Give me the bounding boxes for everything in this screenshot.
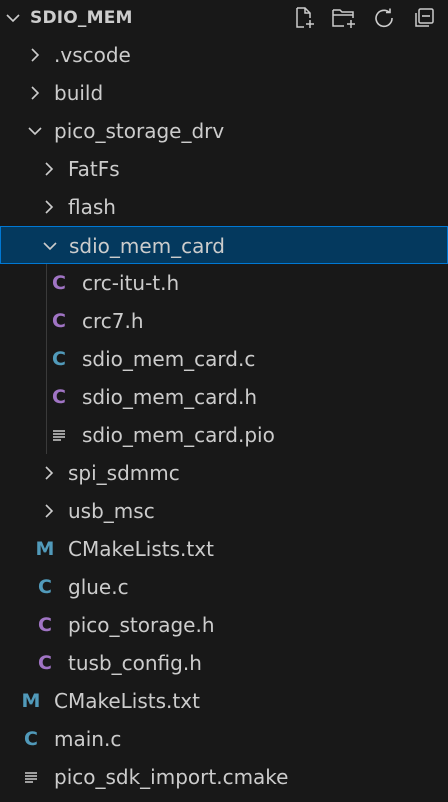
c-header-file-icon: C	[52, 386, 66, 408]
tree-folder-spi-sdmmc[interactable]: spi_sdmmc	[0, 454, 448, 492]
chevron-down-icon[interactable]	[4, 9, 22, 27]
explorer-header[interactable]: SDIO_MEM	[0, 0, 448, 36]
tree-item-label: FatFs	[68, 157, 120, 181]
collapse-all-icon[interactable]	[410, 5, 438, 31]
cmake-file-icon: M	[21, 690, 41, 712]
tree-file-cmakelists-txt[interactable]: M CMakeLists.txt	[0, 530, 448, 568]
tree-folder-pico-storage-drv[interactable]: pico_storage_drv	[0, 112, 448, 150]
explorer-actions	[290, 5, 438, 31]
text-file-icon	[20, 758, 42, 796]
new-folder-icon[interactable]	[330, 5, 358, 31]
indent-guide	[46, 264, 47, 454]
chevron-right-icon[interactable]	[26, 84, 44, 102]
tree-folder-vscode[interactable]: .vscode	[0, 36, 448, 74]
tree-item-label: crc-itu-t.h	[82, 271, 180, 295]
tree-item-label: main.c	[54, 727, 122, 751]
tree-folder-build[interactable]: build	[0, 74, 448, 112]
tree-item-label: build	[54, 81, 104, 105]
tree-item-label: sdio_mem_card.c	[82, 347, 256, 371]
c-header-file-icon: C	[38, 614, 52, 636]
text-file-icon	[48, 416, 70, 454]
chevron-right-icon[interactable]	[40, 160, 58, 178]
tree-item-label: usb_msc	[68, 499, 155, 523]
chevron-right-icon[interactable]	[40, 502, 58, 520]
cmake-file-icon: M	[35, 538, 55, 560]
chevron-right-icon[interactable]	[26, 46, 44, 64]
tree-file-pico-sdk-import-cmake[interactable]: pico_sdk_import.cmake	[0, 758, 448, 796]
tree-item-label: flash	[68, 195, 116, 219]
chevron-right-icon[interactable]	[40, 464, 58, 482]
tree-item-label: crc7.h	[82, 309, 144, 333]
tree-item-label: glue.c	[68, 575, 129, 599]
c-source-file-icon: C	[52, 348, 66, 370]
chevron-down-icon[interactable]	[26, 122, 44, 140]
tree-item-label: pico_storage.h	[68, 613, 215, 637]
chevron-down-icon[interactable]	[41, 237, 59, 255]
tree-item-label: sdio_mem_card.pio	[82, 423, 275, 447]
tree-item-label: CMakeLists.txt	[68, 537, 214, 561]
tree-item-label: tusb_config.h	[68, 651, 202, 675]
tree-item-label: CMakeLists.txt	[54, 689, 200, 713]
chevron-right-icon[interactable]	[40, 198, 58, 216]
tree-item-label: pico_sdk_import.cmake	[54, 765, 289, 789]
tree-item-label: pico_storage_drv	[54, 119, 225, 143]
c-header-file-icon: C	[52, 272, 66, 294]
tree-file-sdio-mem-card-pio[interactable]: sdio_mem_card.pio	[0, 416, 448, 454]
tree-folder-fatfs[interactable]: FatFs	[0, 150, 448, 188]
tree-folder-usb-msc[interactable]: usb_msc	[0, 492, 448, 530]
new-file-icon[interactable]	[290, 5, 318, 31]
tree-item-label: sdio_mem_card	[69, 234, 225, 258]
tree-item-label: spi_sdmmc	[68, 461, 180, 485]
explorer-title: SDIO_MEM	[30, 8, 133, 28]
tree-folder-flash[interactable]: flash	[0, 188, 448, 226]
tree-item-label: sdio_mem_card.h	[82, 385, 258, 409]
c-header-file-icon: C	[38, 652, 52, 674]
tree-folder-sdio-mem-card[interactable]: sdio_mem_card	[0, 226, 448, 264]
refresh-icon[interactable]	[370, 5, 398, 31]
tree-item-label: .vscode	[54, 43, 131, 67]
c-header-file-icon: C	[52, 310, 66, 332]
c-source-file-icon: C	[38, 576, 52, 598]
tree-file-cmakelists-txt[interactable]: M CMakeLists.txt	[0, 682, 448, 720]
c-source-file-icon: C	[24, 728, 38, 750]
